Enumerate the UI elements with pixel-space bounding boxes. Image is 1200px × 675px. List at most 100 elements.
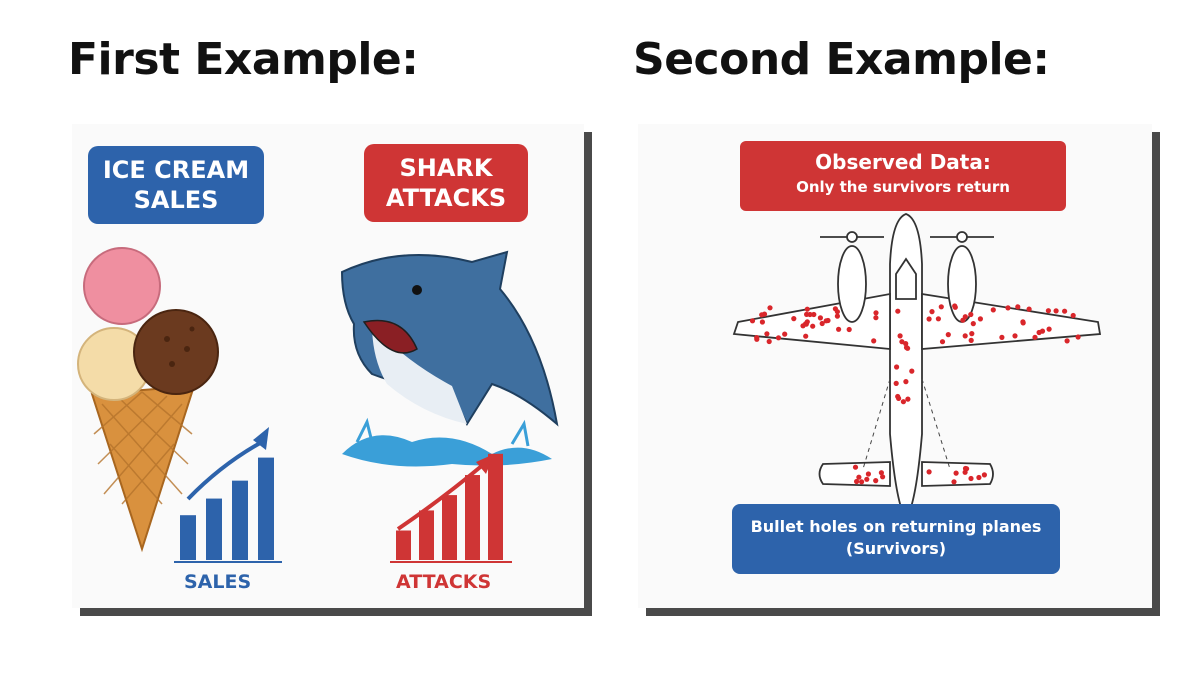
- bullet-hole: [749, 318, 756, 324]
- bullet-hole: [1020, 320, 1026, 326]
- sales-bar-0: [180, 515, 196, 560]
- bullet-hole: [1005, 305, 1011, 311]
- airplane-icon: [732, 213, 1102, 521]
- bullet-hole: [1064, 338, 1070, 344]
- bullet-hole: [880, 474, 886, 480]
- sales-bar-3: [258, 457, 274, 560]
- bullet-hole: [834, 309, 840, 315]
- bullet-hole: [1032, 334, 1038, 340]
- bullet-hole: [951, 479, 957, 485]
- bullet-hole: [766, 338, 772, 345]
- bullet-hole: [782, 331, 788, 337]
- observed-data-subtitle: Only the survivors return: [796, 178, 1010, 196]
- bullet-hole: [819, 320, 825, 327]
- bullet-hole: [791, 316, 797, 322]
- first-example-card: ICE CREAM SALES SHARK ATTACKS SALES ATTA…: [72, 124, 584, 608]
- bullet-hole: [962, 314, 968, 320]
- sales-bar-2: [232, 480, 248, 560]
- bullet-hole: [761, 311, 768, 317]
- bullet-hole: [926, 316, 932, 322]
- attacks-bar-1: [419, 510, 434, 560]
- bullet-hole: [834, 313, 840, 319]
- bullet-hole: [990, 307, 996, 313]
- bullet-hole: [1046, 326, 1052, 332]
- bullet-hole: [810, 323, 816, 329]
- bullet-holes-caption-line1: Bullet holes on returning planes: [750, 517, 1042, 536]
- bullet-hole: [864, 476, 870, 482]
- bullet-hole: [968, 311, 974, 318]
- attacks-bar-3: [465, 475, 480, 560]
- bullet-hole: [871, 338, 877, 344]
- bullet-hole: [968, 475, 974, 482]
- bullet-hole: [825, 317, 831, 324]
- bullet-hole: [1053, 308, 1059, 314]
- bullet-hole: [865, 471, 871, 477]
- bullet-hole: [896, 395, 902, 401]
- bullet-hole: [938, 304, 944, 310]
- sales-caption: SALES: [184, 571, 252, 593]
- bullet-hole: [804, 319, 810, 325]
- bullet-hole: [1062, 308, 1068, 314]
- first-example-illustration: [77, 247, 559, 563]
- second-example-heading: Second Example:: [633, 34, 1050, 85]
- sales-trend-arrow: [186, 440, 263, 501]
- bullet-hole: [929, 309, 935, 315]
- ice-cream-sales-label: ICE CREAM SALES: [88, 146, 264, 224]
- bullet-hole: [970, 321, 976, 327]
- attacks-caption: ATTACKS: [396, 571, 492, 593]
- bullet-hole: [893, 380, 899, 386]
- bullet-hole: [852, 464, 859, 470]
- bullet-hole: [775, 335, 782, 341]
- attacks-arrow-head-icon: [476, 454, 494, 474]
- second-example-card: Observed Data: Only the survivors return…: [638, 124, 1152, 608]
- bullet-hole: [1012, 333, 1018, 339]
- bullet-hole: [873, 310, 879, 316]
- bullet-hole: [926, 469, 932, 475]
- bullet-hole: [981, 472, 987, 478]
- bullet-hole: [759, 319, 765, 325]
- attacks-trend-arrow: [396, 462, 486, 531]
- bullet-hole: [897, 333, 903, 339]
- bullet-hole: [895, 308, 901, 314]
- bullet-hole: [836, 326, 842, 332]
- first-example-heading: First Example:: [68, 34, 419, 85]
- bullet-hole: [1026, 306, 1032, 312]
- bullet-hole: [873, 478, 879, 484]
- bullet-hole: [905, 345, 911, 351]
- bullet-hole: [1075, 334, 1081, 340]
- bullet-hole: [977, 316, 983, 322]
- ice-cream-cone-icon: [77, 247, 219, 553]
- bullet-hole: [900, 399, 906, 405]
- bullet-hole: [856, 474, 862, 480]
- bullet-hole: [804, 306, 810, 312]
- bullet-hole: [1039, 328, 1046, 334]
- bullet-hole: [854, 478, 860, 485]
- bullet-hole: [962, 333, 968, 339]
- attacks-bar-chart: [390, 453, 512, 563]
- bullet-hole: [859, 479, 865, 485]
- shark-icon: [340, 250, 559, 467]
- bullet-hole: [999, 334, 1005, 340]
- bullet-hole: [846, 326, 852, 333]
- sales-bar-chart: [174, 427, 282, 563]
- bullet-hole: [935, 316, 941, 322]
- bullet-hole: [767, 305, 773, 311]
- shark-attacks-label: SHARK ATTACKS: [364, 144, 528, 222]
- bullet-hole: [803, 333, 809, 339]
- bullet-hole: [764, 331, 770, 337]
- bullet-hole: [811, 311, 817, 318]
- bullet-hole: [939, 339, 946, 345]
- bullet-holes-caption-line2: (Survivors): [845, 539, 947, 558]
- bullet-holes-caption-box: Bullet holes on returning planes (Surviv…: [732, 504, 1060, 574]
- attacks-bar-2: [442, 495, 457, 560]
- sales-bar-1: [206, 498, 222, 560]
- attacks-bar-4: [488, 453, 503, 560]
- attacks-bar-0: [396, 530, 411, 560]
- observed-data-box: Observed Data: Only the survivors return: [740, 141, 1066, 211]
- bullet-hole: [953, 470, 959, 476]
- bullet-hole: [969, 331, 975, 337]
- bullet-hole: [894, 364, 900, 370]
- bullet-hole: [905, 396, 911, 402]
- bullet-hole: [903, 379, 909, 385]
- bullet-hole: [817, 315, 823, 321]
